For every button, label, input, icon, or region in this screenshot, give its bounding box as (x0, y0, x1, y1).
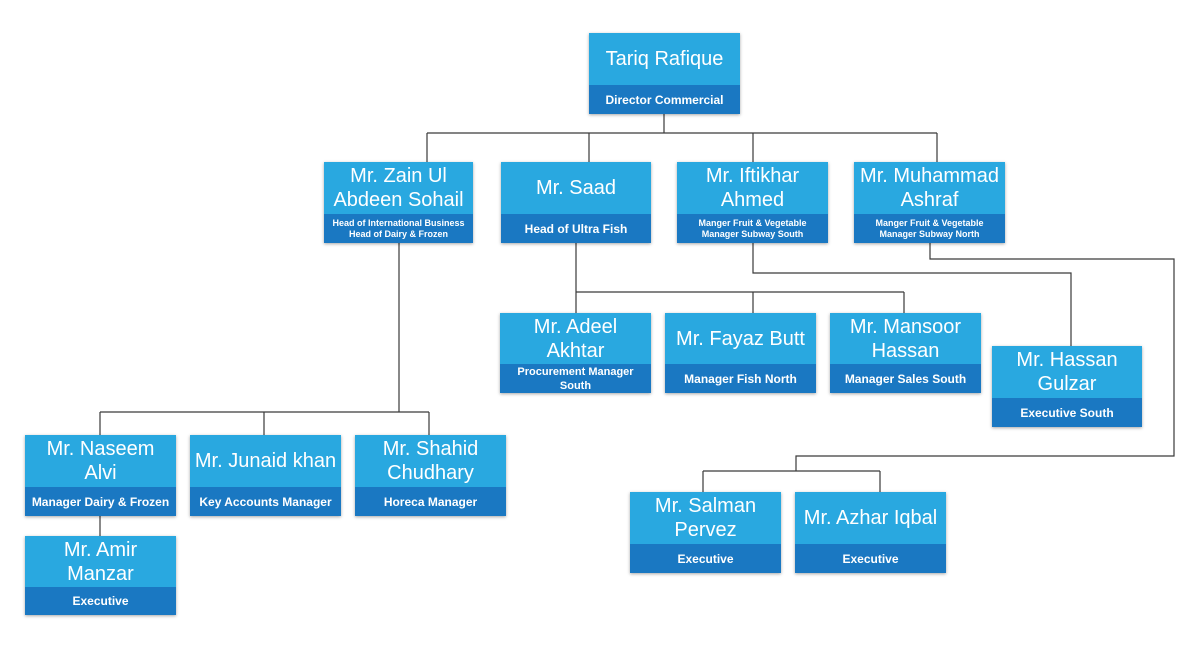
node-name: Mr. Fayaz Butt (665, 313, 816, 364)
node-name: Mr. Saad (501, 162, 651, 214)
node-azhar-iqbal: Mr. Azhar Iqbal Executive (795, 492, 946, 573)
node-role: Key Accounts Manager (190, 487, 341, 516)
connector-director-to-heads (426, 114, 938, 162)
node-role: Manager Fish North (665, 364, 816, 393)
node-name: Mr. Hassan Gulzar (992, 346, 1142, 398)
node-role: Executive (795, 544, 946, 573)
node-junaid-khan: Mr. Junaid khan Key Accounts Manager (190, 435, 341, 516)
node-name: Mr. Junaid khan (190, 435, 341, 487)
node-zain-ul-abdeen-sohail: Mr. Zain Ul Abdeen Sohail Head of Intern… (324, 162, 473, 243)
node-name: Mr. Shahid Chudhary (355, 435, 506, 487)
node-tariq-rafique: Tariq Rafique Director Commercial (589, 33, 740, 114)
node-name: Mr. Adeel Akhtar (500, 313, 651, 364)
node-role: Manger Fruit & Vegetable Manager Subway … (854, 214, 1005, 243)
node-name: Mr. Salman Pervez (630, 492, 781, 544)
connector-zain-to-team (99, 243, 430, 435)
node-name: Mr. Mansoor Hassan (830, 313, 981, 364)
node-mansoor-hassan: Mr. Mansoor Hassan Manager Sales South (830, 313, 981, 393)
node-name: Mr. Azhar Iqbal (795, 492, 946, 544)
node-role: Head of International Business Head of D… (324, 214, 473, 243)
node-muhammad-ashraf: Mr. Muhammad Ashraf Manger Fruit & Veget… (854, 162, 1005, 243)
node-hassan-gulzar: Mr. Hassan Gulzar Executive South (992, 346, 1142, 427)
node-fayaz-butt: Mr. Fayaz Butt Manager Fish North (665, 313, 816, 393)
node-role: Manager Sales South (830, 364, 981, 393)
node-adeel-akhtar: Mr. Adeel Akhtar Procurement Manager Sou… (500, 313, 651, 393)
node-role: Manager Dairy & Frozen (25, 487, 176, 516)
node-role: Head of Ultra Fish (501, 214, 651, 243)
node-salman-pervez: Mr. Salman Pervez Executive (630, 492, 781, 573)
node-amir-manzar: Mr. Amir Manzar Executive (25, 536, 176, 615)
node-role: Director Commercial (589, 85, 740, 114)
node-role: Procurement Manager South (500, 364, 651, 393)
node-shahid-chudhary: Mr. Shahid Chudhary Horeca Manager (355, 435, 506, 516)
node-name: Tariq Rafique (589, 33, 740, 85)
node-iftikhar-ahmed: Mr. Iftikhar Ahmed Manger Fruit & Vegeta… (677, 162, 828, 243)
node-role: Manger Fruit & Vegetable Manager Subway … (677, 214, 828, 243)
node-role: Executive South (992, 398, 1142, 427)
node-name: Mr. Amir Manzar (25, 536, 176, 587)
connector-ashraf-to-executives (702, 243, 1175, 492)
connector-saad-to-team (575, 243, 905, 313)
node-name: Mr. Naseem Alvi (25, 435, 176, 487)
node-saad: Mr. Saad Head of Ultra Fish (501, 162, 651, 243)
connector-iftikhar-to-hassan (752, 243, 1072, 346)
node-role: Executive (630, 544, 781, 573)
node-role: Horeca Manager (355, 487, 506, 516)
node-name: Mr. Iftikhar Ahmed (677, 162, 828, 214)
node-name: Mr. Zain Ul Abdeen Sohail (324, 162, 473, 214)
node-name: Mr. Muhammad Ashraf (854, 162, 1005, 214)
node-naseem-alvi: Mr. Naseem Alvi Manager Dairy & Frozen (25, 435, 176, 516)
node-role: Executive (25, 587, 176, 615)
